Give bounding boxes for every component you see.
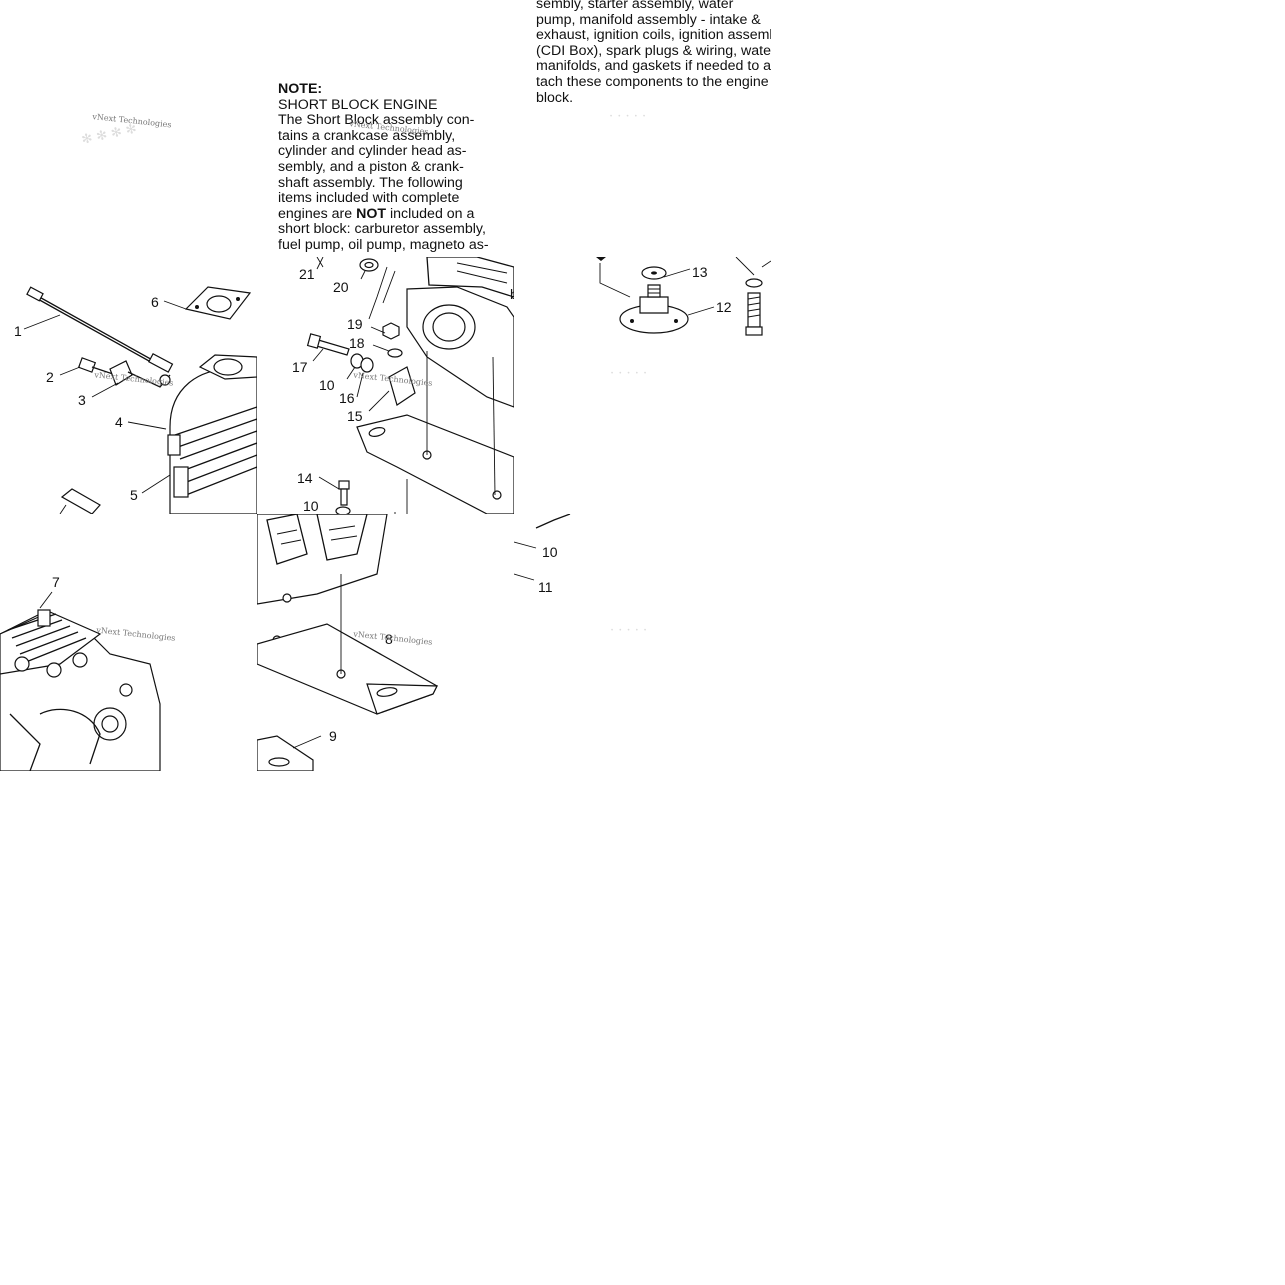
cable-part bbox=[33, 293, 166, 368]
svg-text:· · · · ·: · · · · · bbox=[609, 109, 646, 124]
callout-15: 15 bbox=[347, 408, 363, 424]
note-line: block. bbox=[536, 89, 574, 106]
callout-10: 10 bbox=[303, 498, 319, 514]
callout-3: 3 bbox=[78, 392, 86, 408]
callout-13: 13 bbox=[692, 264, 708, 280]
note-subheading: SHORT BLOCK ENGINE bbox=[278, 96, 438, 113]
exploded-view-part-1: 1 2 3 4 5 6 vNext Technologies bbox=[14, 286, 257, 514]
callout-6: 6 bbox=[151, 294, 159, 310]
cylinder-head bbox=[169, 368, 257, 514]
exploded-view-part-3: 13 12 · · · · · bbox=[596, 257, 771, 381]
exploded-view-part-5: 8 9 vNext Technologies bbox=[257, 514, 438, 771]
tile-r0c0: ✻ ✻ ✻ ✻ vNext Technologies bbox=[0, 0, 257, 257]
callout-2: 2 bbox=[46, 369, 54, 385]
callout-10: 10 bbox=[542, 544, 558, 560]
tile-r0c2: sembly, starter assembly, water pump, ma… bbox=[514, 0, 771, 257]
callout-1: 1 bbox=[14, 323, 22, 339]
note-line: items included with complete bbox=[278, 190, 460, 207]
note-line: (CDI Box), spark plugs & wiring, water bbox=[536, 42, 771, 59]
tile-r2c0: 7 vNext Technologies bbox=[0, 514, 257, 771]
exploded-view-part-2: 21 20 19 18 17 10 16 15 14 10 bly vNext … bbox=[292, 257, 514, 514]
note-line: manifolds, and gaskets if needed to at bbox=[536, 58, 771, 75]
note-line: exhaust, ignition coils, ignition assemb bbox=[536, 27, 771, 44]
note-line: The Short Block assembly con- bbox=[278, 112, 475, 129]
note-continuation: sembly, starter assembly, water pump, ma… bbox=[536, 0, 771, 106]
callout-20: 20 bbox=[333, 279, 349, 295]
fragment-text: bly bbox=[510, 286, 514, 302]
tile-r1c1: 21 20 19 18 17 10 16 15 14 10 bly vNext … bbox=[257, 257, 514, 514]
engine-mount-rail bbox=[356, 414, 514, 514]
svg-text:✻ ✻ ✻ ✻: ✻ ✻ ✻ ✻ bbox=[80, 122, 138, 148]
svg-text:· · · · ·: · · · · · bbox=[610, 623, 647, 638]
callout-11: 11 bbox=[538, 579, 553, 595]
tile-r1c0: 1 2 3 4 5 6 vNext Technologies bbox=[0, 257, 257, 514]
note-line: cylinder and cylinder head as- bbox=[278, 143, 467, 160]
callout-17: 17 bbox=[292, 359, 308, 375]
svg-text:· · · · ·: · · · · · bbox=[610, 366, 647, 381]
callout-10: 10 bbox=[319, 377, 335, 393]
note-line: shaft assembly. The following bbox=[278, 174, 463, 191]
note-block: NOTE: SHORT BLOCK ENGINE The Short Block… bbox=[278, 81, 489, 254]
callout-9: 9 bbox=[329, 728, 337, 744]
tile-r2c1: 8 9 vNext Technologies bbox=[257, 514, 514, 771]
tile-r1c2: 13 12 · · · · · bbox=[514, 257, 771, 514]
exploded-view-part-6: 10 11 · · · · · bbox=[514, 514, 647, 638]
note-line: tains a crankcase assembly, bbox=[278, 127, 456, 144]
tile-r2c2: 10 11 · · · · · bbox=[514, 514, 771, 771]
callout-7: 7 bbox=[52, 574, 60, 590]
note-line: fuel pump, oil pump, magneto as- bbox=[278, 236, 489, 253]
tile-r0c1: NOTE: SHORT BLOCK ENGINE The Short Block… bbox=[257, 0, 514, 257]
callout-12: 12 bbox=[716, 299, 732, 315]
note-line: sembly, starter assembly, water bbox=[536, 0, 734, 12]
callout-4: 4 bbox=[115, 414, 123, 430]
callout-8: 8 bbox=[385, 631, 393, 647]
callout-5: 5 bbox=[130, 487, 138, 503]
callout-21: 21 bbox=[299, 266, 315, 282]
note-line: sembly, and a piston & crank- bbox=[278, 158, 464, 175]
note-line-not: engines are NOT included on a bbox=[278, 205, 475, 222]
note-line: short block: carburetor assembly, bbox=[278, 221, 486, 238]
watermark-graphic: ✻ ✻ ✻ ✻ vNext Technologies bbox=[80, 112, 172, 148]
watermark-text: vNext Technologies bbox=[95, 625, 176, 642]
note-line: tach these components to the engine bbox=[536, 73, 769, 90]
callout-14: 14 bbox=[297, 470, 313, 486]
note-line: pump, manifold assembly - intake & bbox=[536, 11, 761, 28]
note-heading: NOTE: bbox=[278, 81, 323, 97]
exploded-view-part-4: 7 vNext Technologies bbox=[0, 574, 176, 771]
note-not-bold: NOT bbox=[356, 205, 387, 222]
callout-16: 16 bbox=[339, 390, 355, 406]
callout-18: 18 bbox=[349, 335, 365, 351]
callout-19: 19 bbox=[347, 316, 363, 332]
watermark-text: vNext Technologies bbox=[93, 370, 174, 387]
